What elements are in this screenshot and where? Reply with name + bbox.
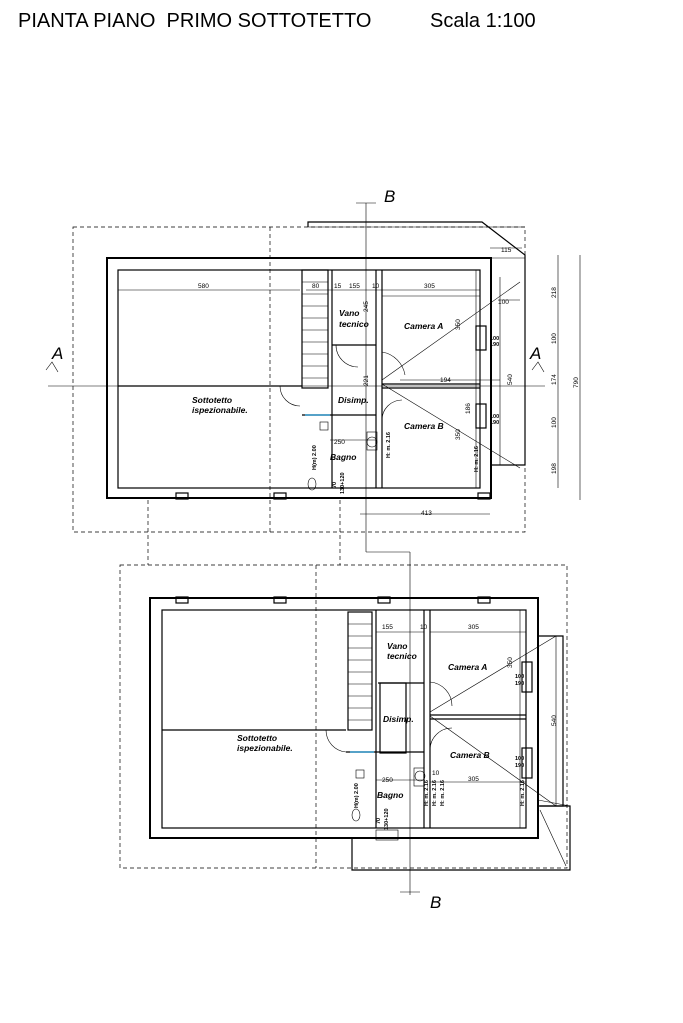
bottom-roof-outline (119, 564, 568, 869)
dim-100a: 100 (498, 299, 509, 306)
height-label-3: H: m. 2.16 (474, 446, 480, 472)
height-label-b3: H: m. 2.16 (432, 780, 438, 806)
window-size-b1: 100 (515, 674, 524, 680)
dim-198: 198 (551, 463, 558, 474)
room-label-ispezionabile: ispezionabile. (192, 405, 248, 415)
plan-scale: Scala 1:100 (430, 10, 536, 32)
window-size-1b: 190 (490, 342, 499, 348)
dim-80: 80 (312, 283, 320, 290)
dim-580: 580 (198, 283, 209, 290)
bottom-wc-icon (351, 808, 361, 822)
door-size-1: 70 (332, 482, 338, 488)
dim-194: 194 (440, 377, 451, 384)
section-a-left: A (51, 344, 63, 363)
window-size-b2b: 190 (515, 763, 524, 769)
dim-305: 305 (424, 283, 435, 290)
top-plan: 580 80 15 155 10 305 115 100 413 250 194… (72, 221, 581, 565)
height-label-b1: H(m) 2.00 (354, 783, 360, 808)
door-size-b1: 70 (376, 818, 382, 824)
height-label-b5: H: m. 2.16 (520, 780, 526, 806)
top-wc-icon (307, 477, 317, 491)
dim-540-b: 540 (551, 715, 558, 726)
window-size-b2: 100 (515, 756, 524, 762)
room-label-tecnico-b: tecnico (387, 651, 417, 661)
top-outer-wall (106, 257, 492, 499)
room-label-camera-a-b: Camera A (448, 662, 487, 672)
plan-title: PIANTA PIANO PRIMO SOTTOTETTO (18, 10, 372, 32)
top-roof-outline (72, 226, 526, 533)
dim-115: 115 (501, 247, 512, 254)
bottom-sink-icon (414, 770, 426, 782)
dim-155: 155 (349, 283, 360, 290)
room-label-bagno: Bagno (330, 452, 356, 462)
dim-218: 218 (551, 287, 558, 298)
door-size-b2: 130+120 (384, 808, 390, 830)
height-label-b2: H: m. 2.16 (424, 780, 430, 806)
door-size-2: 130+120 (340, 472, 346, 494)
room-label-vano: Vano (339, 308, 359, 318)
room-label-camera-b: Camera B (404, 421, 444, 431)
room-label-disimp: Disimp. (338, 395, 369, 405)
room-label-tecnico: tecnico (339, 319, 369, 329)
dim-100b: 100 (551, 333, 558, 344)
room-label-vano-b: Vano (387, 641, 407, 651)
window-size-2: 100 (490, 414, 499, 420)
window-size-1: 100 (490, 336, 499, 342)
dim-250-b: 250 (382, 777, 393, 784)
dim-100c: 100 (551, 417, 558, 428)
room-label-ispezionabile-b: ispezionabile. (237, 743, 293, 753)
top-stairs (301, 269, 329, 389)
bottom-outer-wall (149, 597, 539, 839)
section-a-right: A (529, 344, 541, 363)
dim-221: 221 (363, 375, 370, 386)
dim-10: 10 (372, 283, 380, 290)
window-size-2b: 190 (490, 420, 499, 426)
dim-413: 413 (421, 510, 432, 517)
bottom-plan: 155 10 305 305 250 10 350 540 H(m) 2.00 … (119, 564, 571, 871)
height-label-2: H: m. 2.16 (386, 432, 392, 458)
dim-350-b: 350 (507, 657, 514, 668)
room-label-sottotetto: Sottotetto (192, 395, 232, 405)
bottom-windows (175, 596, 533, 779)
dim-245: 245 (363, 301, 370, 312)
section-b-top: B (384, 187, 395, 206)
dim-15: 15 (334, 283, 342, 290)
section-b-bottom: B (430, 893, 441, 912)
vertical-dims-bottom: 350 540 H(m) 2.00 H: m. 2.16 H: m. 2.16 … (354, 657, 558, 830)
room-label-camera-b-b: Camera B (450, 750, 490, 760)
page-title: PIANTA PIANO PRIMO SOTTOTETTO Scala 1:10… (18, 10, 536, 79)
dim-540: 540 (507, 374, 514, 385)
room-label-camera-a: Camera A (404, 321, 443, 331)
dim-10-b: 10 (420, 624, 428, 631)
dim-174: 174 (551, 374, 558, 385)
height-label-b4: H: m. 2.16 (440, 780, 446, 806)
height-label-1: H(m) 2.00 (312, 445, 318, 470)
dim-186: 186 (465, 403, 472, 414)
dim-305a-b: 305 (468, 624, 479, 631)
room-label-sottotetto-b: Sottotetto (237, 733, 277, 743)
dim-250: 250 (334, 439, 345, 446)
bottom-stairs (347, 611, 373, 731)
dim-10b-b: 10 (432, 770, 440, 777)
window-size-b1b: 190 (515, 681, 524, 687)
room-label-disimp-b: Disimp. (383, 714, 414, 724)
vertical-dims-top: 218 100 174 100 198 790 540 350 350 245 … (312, 287, 580, 494)
dim-350a: 350 (455, 319, 462, 330)
dim-790: 790 (573, 377, 580, 388)
room-label-bagno-b: Bagno (377, 790, 403, 800)
dim-305b-b: 305 (468, 776, 479, 783)
dim-155-b: 155 (382, 624, 393, 631)
dim-350b: 350 (455, 429, 462, 440)
